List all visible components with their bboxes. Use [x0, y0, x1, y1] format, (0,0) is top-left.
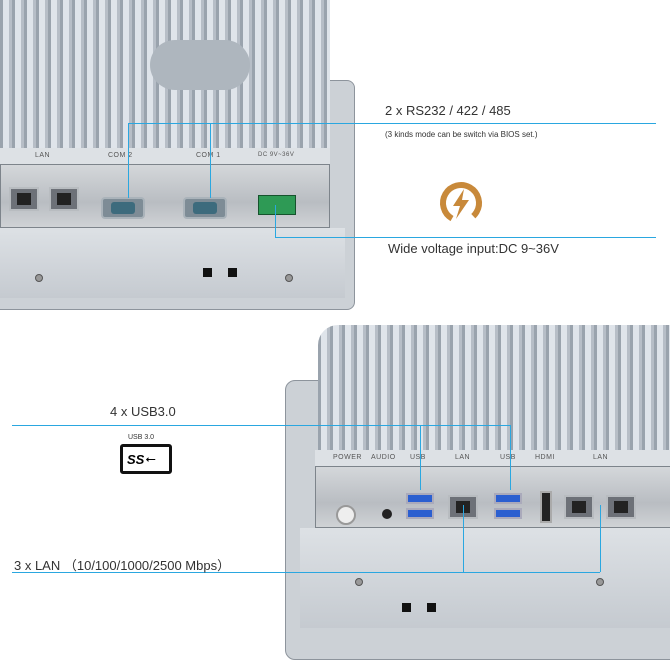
power-callout-line	[275, 237, 656, 238]
com1-port	[183, 197, 227, 219]
usb-port	[494, 508, 522, 519]
usb-port	[494, 493, 522, 504]
lan-port	[606, 495, 636, 519]
port-label: AUDIO	[371, 454, 396, 461]
port-label: COM 2	[108, 152, 133, 159]
port-label: POWER	[333, 454, 362, 461]
usb-trident-icon: ⭠	[145, 451, 156, 466]
lan-title: 3 x LAN （10/100/1000/2500 Mbps）	[14, 558, 231, 573]
io-panel	[315, 466, 670, 528]
top-device-lower-bezel	[0, 228, 345, 298]
usb-port	[406, 493, 434, 504]
power-button	[336, 505, 356, 525]
power-callout-leader	[275, 205, 276, 237]
usb-ss-icon: SS ⭠	[120, 444, 172, 474]
vent-slot	[427, 603, 436, 612]
serial-callout-line	[128, 123, 656, 124]
lan-callout-leader	[600, 505, 601, 572]
vent-slot	[402, 603, 411, 612]
port-label-band: LAN COM 2 COM 1 DC 9V~36V	[0, 148, 330, 164]
heatsink-fins	[318, 325, 670, 450]
usb-title: 4 x USB3.0	[110, 404, 176, 419]
serial-title: 2 x RS232 / 422 / 485	[385, 103, 511, 118]
screw	[355, 578, 363, 586]
usb-callout-line	[12, 425, 510, 426]
lan-port	[49, 187, 79, 211]
serial-note: (3 kinds mode can be switch via BIOS set…	[385, 130, 538, 139]
port-label-band: POWER AUDIO USB LAN USB HDMI LAN	[315, 450, 670, 466]
vent-slot	[203, 268, 212, 277]
io-panel	[0, 164, 330, 228]
port-label: LAN	[593, 454, 609, 461]
usb-callout-leader	[510, 425, 511, 490]
vent-slot	[228, 268, 237, 277]
bottom-device-lower-bezel	[300, 528, 670, 628]
usb-ss-text: SS	[127, 451, 145, 467]
usb-port	[406, 508, 434, 519]
screw	[285, 274, 293, 282]
usb-callout-leader	[420, 425, 421, 490]
usb-badge-label: USB 3.0	[128, 434, 155, 441]
power-title: Wide voltage input:DC 9~36V	[388, 241, 559, 256]
port-label: USB	[500, 454, 516, 461]
lan-port	[564, 495, 594, 519]
heatsink-plate	[150, 40, 250, 90]
audio-jack	[382, 509, 392, 519]
com2-port	[101, 197, 145, 219]
screw	[35, 274, 43, 282]
port-label: DC 9V~36V	[258, 152, 295, 158]
lan-callout-line	[12, 572, 600, 573]
port-label: USB	[410, 454, 426, 461]
lan-callout-leader	[463, 505, 464, 572]
hdmi-port	[540, 491, 552, 523]
port-label: COM 1	[196, 152, 221, 159]
port-label: LAN	[455, 454, 471, 461]
port-label: LAN	[35, 152, 51, 159]
lan-port	[9, 187, 39, 211]
serial-callout-leader	[210, 123, 211, 198]
screw	[596, 578, 604, 586]
dc-terminal	[258, 195, 296, 215]
port-label: HDMI	[535, 454, 555, 461]
lightning-icon	[433, 175, 489, 231]
serial-callout-leader	[128, 123, 129, 198]
